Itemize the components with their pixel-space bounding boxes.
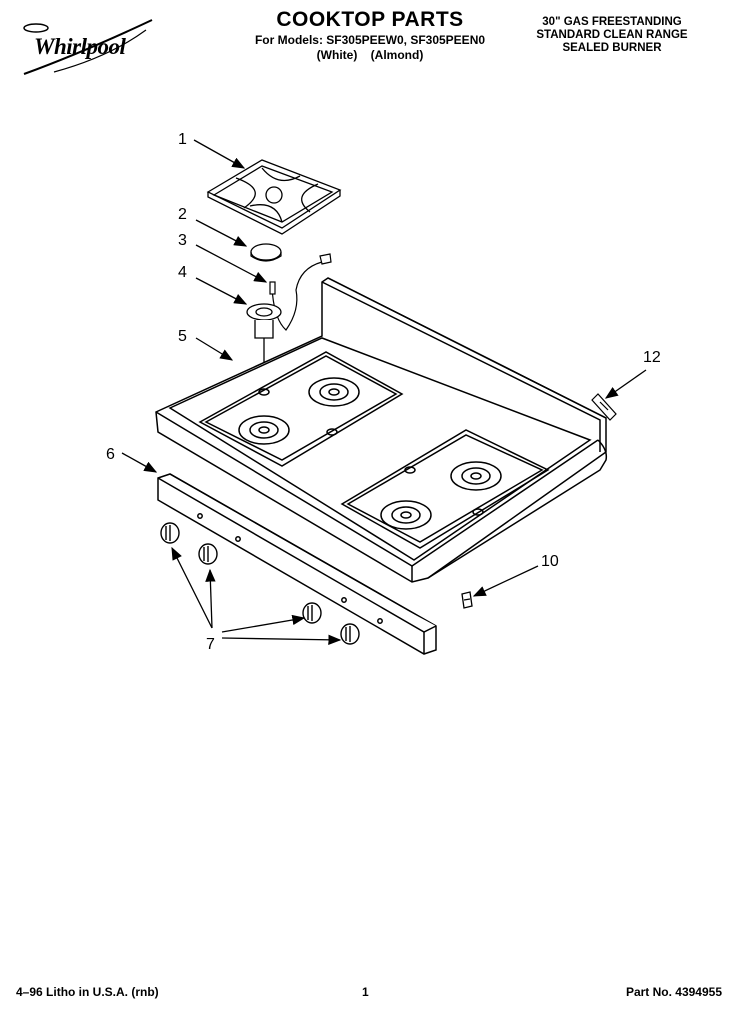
brand-name: Whirlpool	[34, 34, 126, 59]
callout-labels: 1 2 3 4 5 6 7 10 12	[106, 131, 661, 653]
knob-3	[302, 602, 322, 624]
callout-5: 5	[178, 328, 187, 345]
burner-right-front	[380, 500, 432, 530]
callout-4: 4	[178, 264, 187, 281]
bracket-screw	[591, 393, 617, 421]
cooktop-main	[155, 277, 608, 583]
description-line-3: SEALED BURNER	[562, 42, 662, 54]
part-number: Part No. 4394955	[625, 985, 722, 999]
callout-3: 3	[178, 232, 187, 249]
burner-cap	[250, 243, 282, 261]
control-knobs	[160, 522, 360, 645]
control-panel	[157, 473, 437, 655]
description-line-1: 30" GAS FREESTANDING	[542, 16, 682, 28]
callout-2: 2	[178, 206, 187, 223]
litho-info: 4–96 Litho in U.S.A. (rnb)	[16, 985, 159, 999]
callout-1: 1	[178, 131, 187, 148]
burner-left-rear	[308, 377, 360, 407]
logo-swoosh-icon	[23, 19, 153, 75]
model-info: For Models: SF305PEEW0, SF305PEEN0 (Whit…	[210, 33, 530, 63]
page-title: COOKTOP PARTS	[276, 8, 464, 31]
knob-1	[160, 522, 180, 544]
callout-10: 10	[541, 553, 559, 570]
burner-grate	[206, 159, 342, 235]
burner-right-rear	[450, 461, 502, 491]
page-number: 1	[362, 985, 369, 999]
callout-6: 6	[106, 446, 115, 463]
whirlpool-logo: Whirlpool	[14, 12, 154, 82]
callout-7: 7	[206, 636, 215, 653]
description-line-2: STANDARD CLEAN RANGE	[536, 29, 688, 41]
knob-2	[198, 543, 218, 565]
color-line: (White) (Almond)	[316, 48, 424, 62]
knob-4	[340, 623, 360, 645]
hinge-clip	[461, 591, 473, 609]
product-description: 30" GAS FREESTANDING STANDARD CLEAN RANG…	[502, 16, 722, 55]
callout-12: 12	[643, 349, 661, 366]
model-line: For Models: SF305PEEW0, SF305PEEN0	[254, 33, 486, 47]
burner-left-front	[238, 415, 290, 445]
